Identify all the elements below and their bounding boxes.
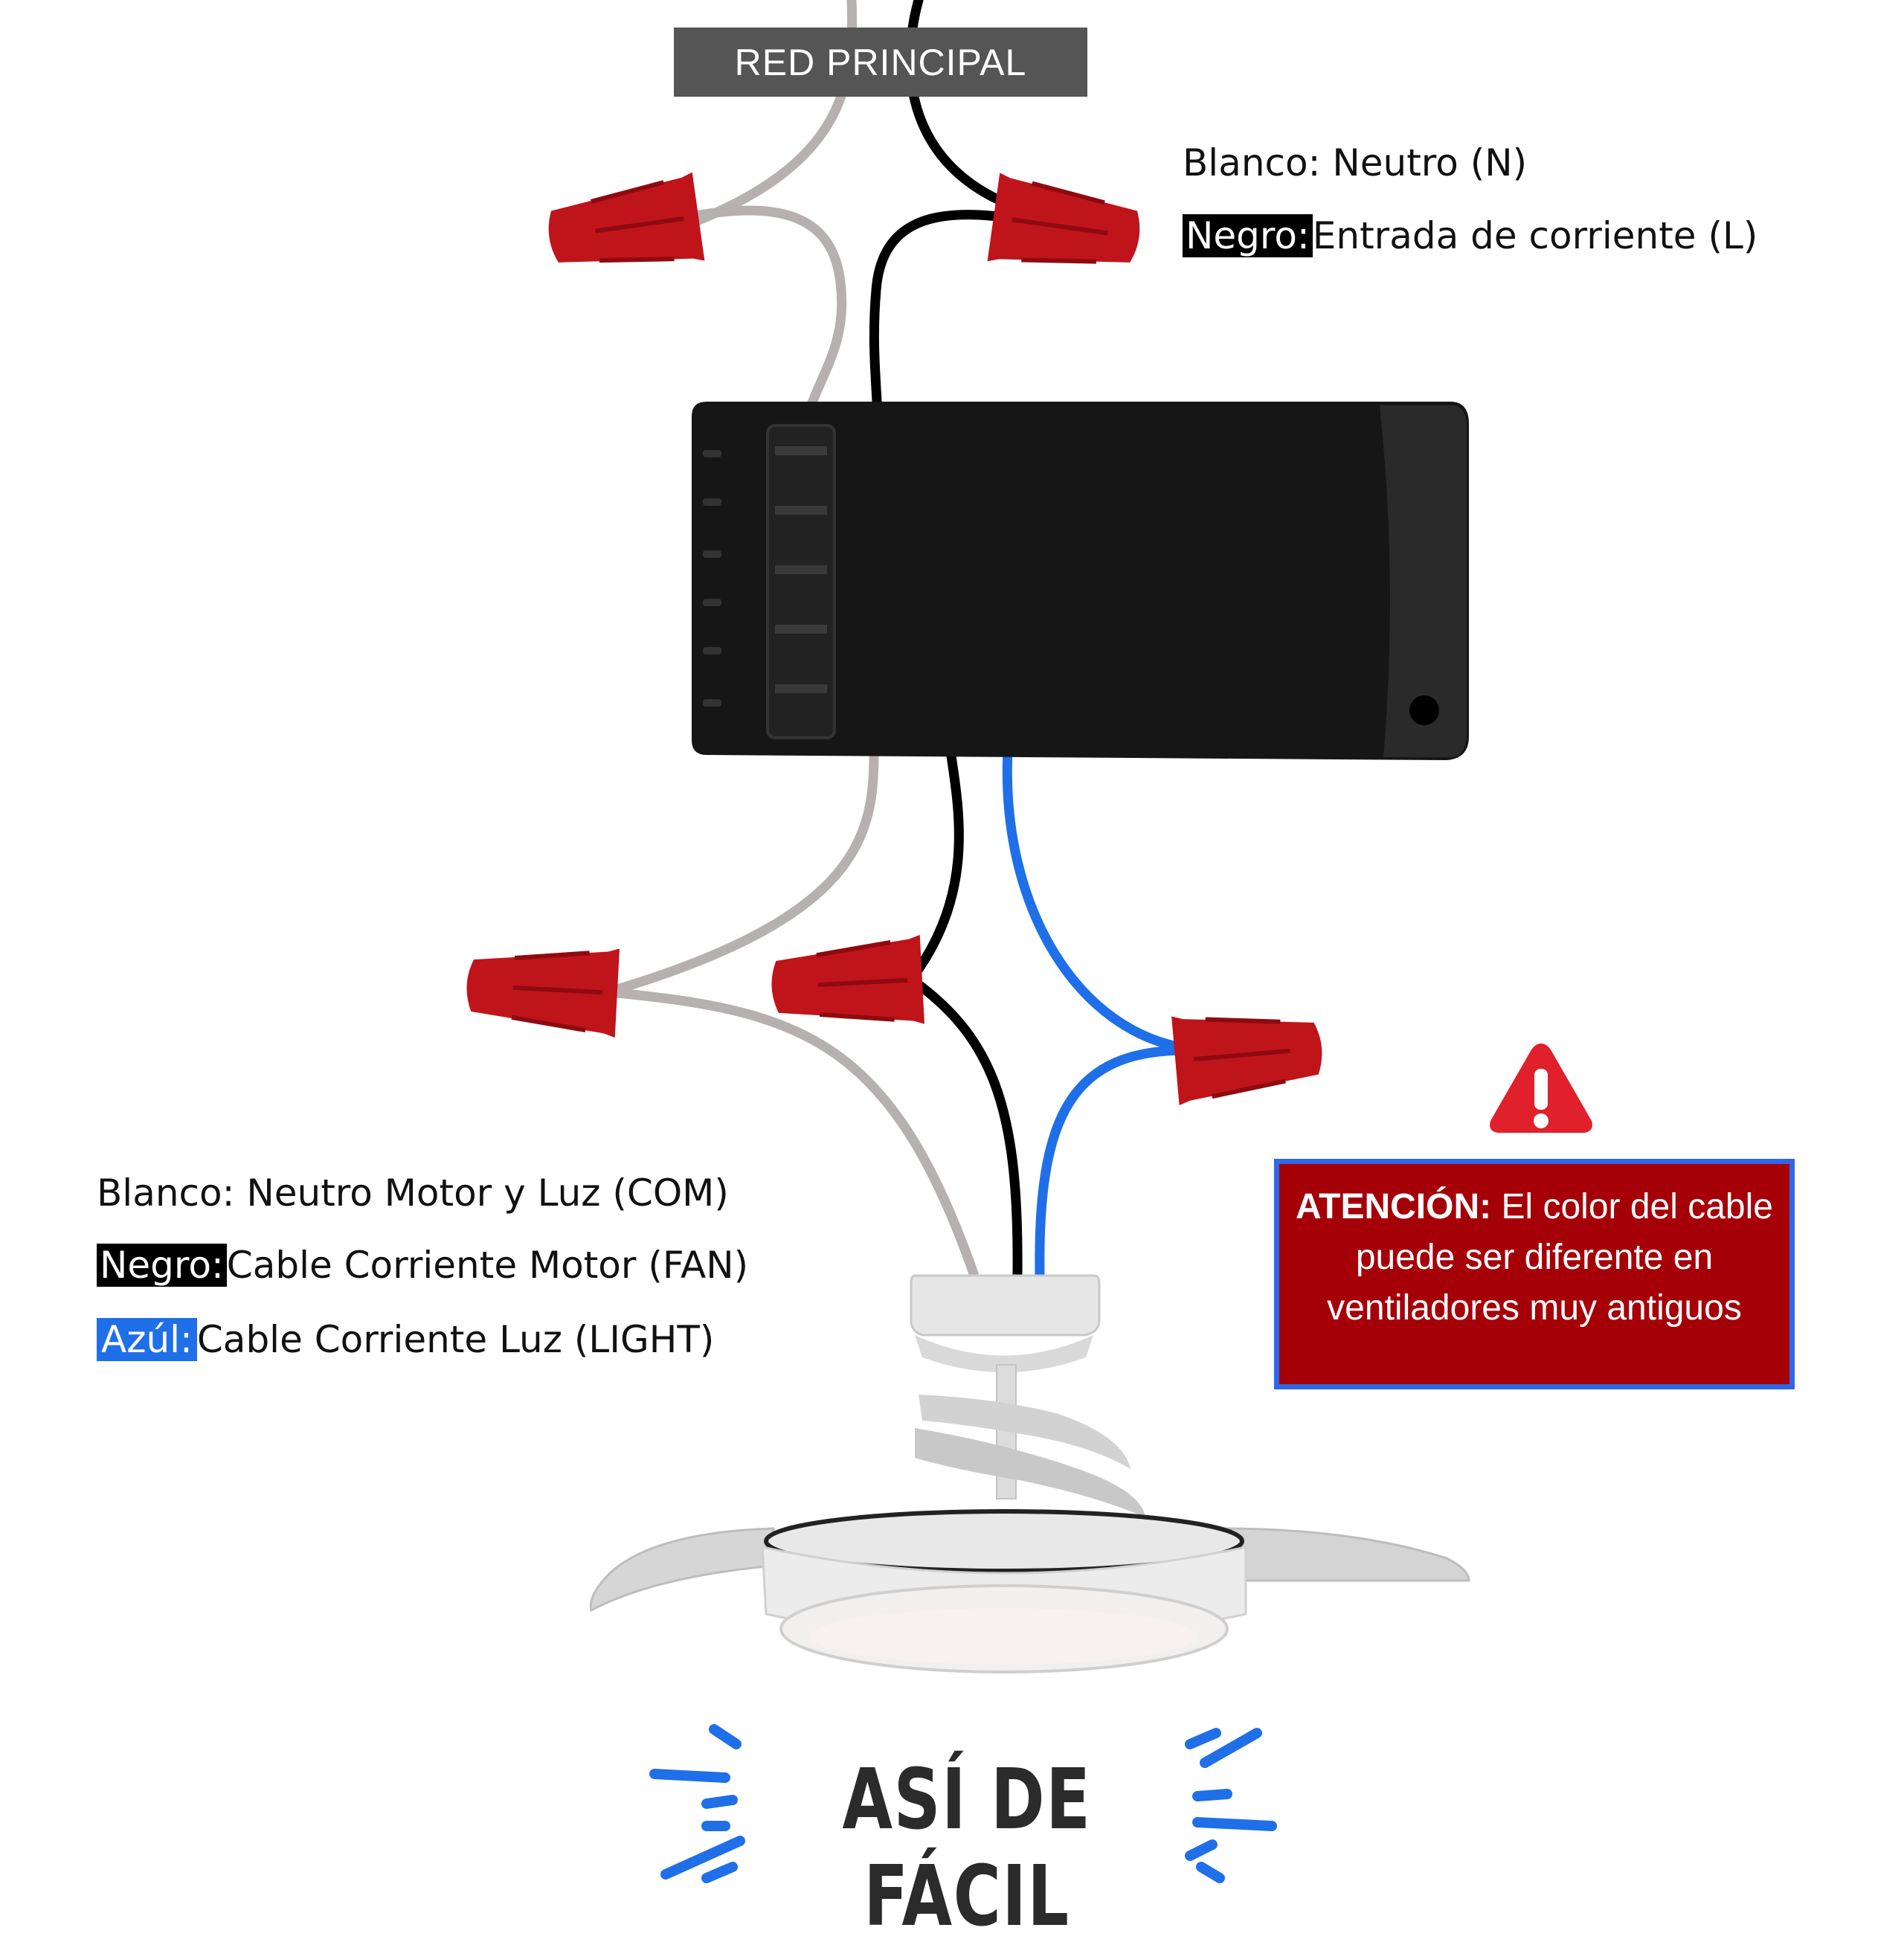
legend-fan-text: Cable Corriente Motor (FAN) [226, 1244, 749, 1287]
slogan: ASÍ DE FÁCIL [842, 1752, 1092, 1945]
legend-neutral-bottom-text: Blanco: Neutro Motor y Luz (COM) [97, 1171, 729, 1215]
ceiling-fan-icon [589, 1274, 1470, 1674]
legend-live-top: Negro:Entrada de corriente (L) [1183, 214, 1757, 257]
receiver-box-icon [692, 402, 1469, 760]
fan-wire-receiver-out [910, 750, 964, 977]
wiring-diagram [466, 0, 1592, 1883]
burst-right-icon [1185, 1728, 1277, 1883]
legend-live-tag: Negro: [1183, 214, 1313, 257]
neutral-wire-receiver-in [694, 205, 847, 419]
legend-neutral-bottom: Blanco: Neutro Motor y Luz (COM) [97, 1171, 729, 1215]
light-wire-receiver-out [1002, 750, 1191, 1054]
legend-fan-tag: Negro: [97, 1244, 227, 1287]
warning-title: ATENCIÓN: [1296, 1187, 1492, 1227]
legend-fan: Negro:Cable Corriente Motor (FAN) [97, 1244, 748, 1287]
neutral-wire-receiver-out [616, 750, 879, 994]
warning-box: ATENCIÓN: El color del cable puede ser d… [1274, 1159, 1795, 1389]
neutral-wire-fan [617, 988, 980, 1278]
legend-live-text: Entrada de corriente (L) [1312, 214, 1758, 257]
burst-left-icon [649, 1724, 745, 1883]
legend-neutral-top: Blanco: Neutro (N) [1183, 141, 1527, 184]
wire-connector-icon [466, 948, 620, 1038]
fan-wire-motor [912, 977, 1023, 1276]
warning-triangle-icon [1490, 1044, 1592, 1133]
legend-light-text: Cable Corriente Luz (LIGHT) [196, 1318, 715, 1361]
warning-text: El color del cable puede ser diferente e… [1327, 1187, 1773, 1328]
wire-connector-icon [1171, 1016, 1322, 1106]
legend-light: Azúl:Cable Corriente Luz (LIGHT) [97, 1318, 714, 1361]
light-wire-lamp [1035, 1045, 1191, 1276]
legend-neutral-top-text: Blanco: Neutro (N) [1183, 141, 1528, 184]
wire-connector-icon [987, 173, 1140, 264]
live-wire-receiver-in [869, 210, 1020, 417]
wire-connector-icon [548, 172, 705, 263]
main-power-label: RED PRINCIPAL [674, 28, 1087, 97]
legend-light-tag: Azúl: [97, 1318, 197, 1361]
wire-connector-icon [771, 934, 925, 1024]
